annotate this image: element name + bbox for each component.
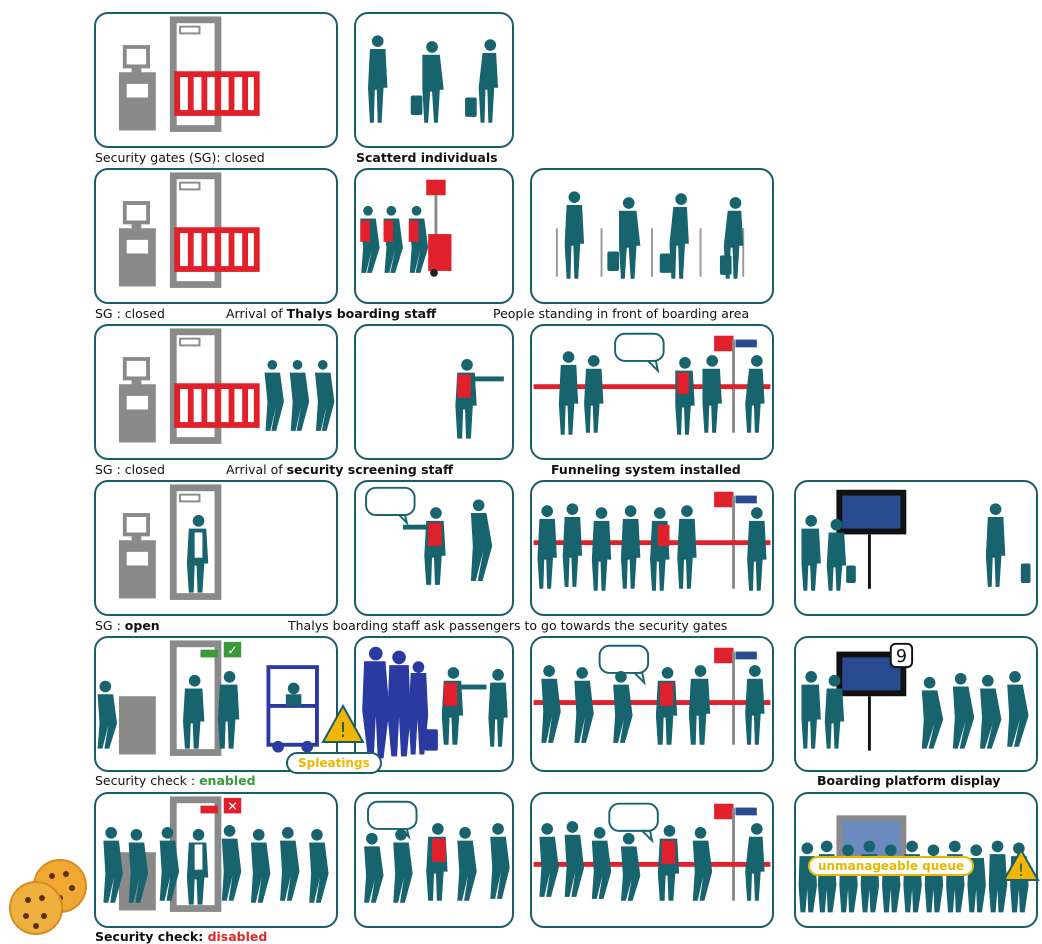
unmanageable-queue-label: unmanageable queue bbox=[808, 856, 975, 876]
panel-r3-gate bbox=[94, 324, 338, 460]
panel-r4-gate-open bbox=[94, 480, 338, 616]
panel-r3-funnel bbox=[530, 324, 774, 460]
display-number: 9 bbox=[896, 647, 907, 667]
cross-icon: ✕ bbox=[227, 799, 238, 814]
caption-r6-check: Security check: disabled bbox=[95, 930, 267, 944]
panel-r6-check-disabled: ✕ bbox=[94, 792, 338, 928]
departure-board-icon: 9 bbox=[836, 642, 914, 751]
panel-r4-crowd bbox=[530, 480, 774, 616]
barrier-icon bbox=[174, 71, 260, 116]
caption-r5-check-state: enabled bbox=[199, 773, 256, 788]
caption-r3-arrival-bold: security screening staff bbox=[286, 462, 454, 477]
panel-r6-staff bbox=[354, 792, 514, 928]
speech-bubble-icon bbox=[365, 486, 416, 526]
panel-r4-display bbox=[794, 480, 1038, 616]
security-gate-icon bbox=[118, 16, 260, 132]
svg-text:!: ! bbox=[339, 718, 347, 742]
caption-scatter-bold: Scatterd individuals bbox=[356, 150, 498, 165]
caption-r4-sg: SG : open bbox=[95, 619, 160, 633]
caption-r4-sg-pre: SG : bbox=[95, 618, 125, 633]
panel-r5-crowd bbox=[530, 636, 774, 772]
caption-r5-check-pre: Security check : bbox=[95, 773, 200, 788]
passenger-icon bbox=[455, 359, 504, 439]
spleatings-label: Spleatings bbox=[286, 752, 382, 774]
panel-r6-crowd bbox=[530, 792, 774, 928]
security-gate-icon bbox=[118, 172, 260, 288]
security-gate-icon bbox=[118, 484, 222, 600]
caption-r3-funnel-bold: Funneling system installed bbox=[551, 462, 741, 477]
caption-r2-arrival-bold: Thalys boarding staff bbox=[286, 306, 437, 321]
panel-r4-staff-ask bbox=[354, 480, 514, 616]
passenger-icon bbox=[360, 179, 452, 277]
caption-r5-display-bold: Boarding platform display bbox=[817, 773, 1001, 788]
passenger-icon bbox=[368, 35, 499, 123]
caption-r3-arrival-pre: Arrival of bbox=[226, 462, 287, 477]
panel-r5-display: 9 bbox=[794, 636, 1038, 772]
caption-r3-sg: SG : closed bbox=[95, 462, 165, 477]
panel-r1-gate bbox=[94, 12, 338, 148]
panel-r2-gate bbox=[94, 168, 338, 304]
panel-r2-queue bbox=[530, 168, 774, 304]
caption-r2-arrival: Arrival of Thalys boarding staff bbox=[226, 307, 436, 321]
barrier-icon bbox=[174, 227, 260, 272]
cookie-icon[interactable] bbox=[6, 854, 90, 938]
caption-r3-arrival: Arrival of security screening staff bbox=[226, 463, 453, 477]
caption-r6-check-pre: Security check: bbox=[95, 929, 208, 944]
departure-board-icon bbox=[836, 489, 907, 589]
caption-r2-arrival-pre: Arrival of bbox=[226, 306, 287, 321]
warning-icon: ! bbox=[321, 704, 365, 743]
caption-r3-funnel: Funneling system installed bbox=[551, 463, 741, 477]
panel-r1-scatter bbox=[354, 12, 514, 148]
svg-text:!: ! bbox=[1018, 861, 1025, 881]
caption-r4-sg-bold: open bbox=[124, 618, 160, 633]
speech-bubble-icon bbox=[598, 644, 650, 686]
panel-r2-staff bbox=[354, 168, 514, 304]
panel-r3-staff bbox=[354, 324, 514, 460]
panel-r5-spleatings bbox=[354, 636, 514, 772]
speech-bubble-icon bbox=[608, 802, 659, 844]
caption-r1-scatter: Scatterd individuals bbox=[356, 151, 498, 165]
panel-r5-check-enabled: ✓ bbox=[94, 636, 338, 772]
speech-bubble-icon bbox=[367, 800, 418, 840]
passenger-icon bbox=[555, 191, 745, 279]
caption-r2-people: People standing in front of boarding are… bbox=[493, 306, 750, 321]
speech-bubble-icon bbox=[614, 332, 665, 374]
caption-r6-check-state: disabled bbox=[207, 929, 268, 944]
caption-r2-sg: SG : closed bbox=[95, 306, 165, 321]
caption-r5-check: Security check : enabled bbox=[95, 774, 256, 788]
caption-r5-display: Boarding platform display bbox=[817, 774, 1000, 788]
check-icon: ✓ bbox=[227, 643, 238, 658]
security-gate-icon bbox=[118, 328, 335, 444]
caption-r1-sg: Security gates (SG): closed bbox=[95, 150, 265, 165]
warning-icon: ! bbox=[1002, 848, 1040, 881]
caption-r4-ask: Thalys boarding staff ask passengers to … bbox=[288, 618, 728, 633]
